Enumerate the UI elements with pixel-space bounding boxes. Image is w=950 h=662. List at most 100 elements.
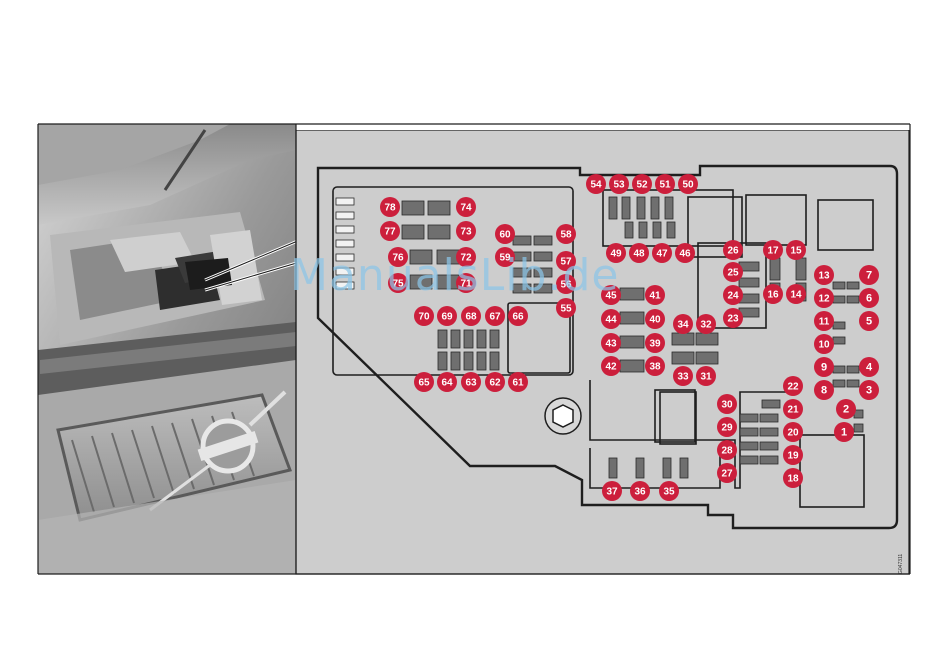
- fuse-badge-13: 13: [814, 265, 834, 285]
- fuse-badge-78: 78: [380, 197, 400, 217]
- fuse-badge-9: 9: [814, 357, 834, 377]
- fuse-badge-58: 58: [556, 224, 576, 244]
- fuse-number-label: 77: [384, 227, 396, 238]
- fuse-number-label: 48: [633, 249, 645, 260]
- fuse-badge-1: 1: [834, 422, 854, 442]
- fuse-badge-67: 67: [485, 306, 505, 326]
- fuse-number-label: 3: [866, 385, 872, 397]
- fuse-number-label: 62: [489, 378, 501, 389]
- fuse-badge-22: 22: [783, 376, 803, 396]
- fuse-number-label: 41: [649, 291, 661, 302]
- fuse-badge-70: 70: [414, 306, 434, 326]
- fuse-number-label: 5: [866, 316, 872, 328]
- fuse-number-label: 50: [682, 180, 694, 191]
- fuse-number-label: 63: [465, 378, 477, 389]
- fuse-badge-24: 24: [723, 285, 743, 305]
- fuse-number-label: 59: [499, 253, 511, 264]
- fuse-number-label: 10: [818, 340, 830, 351]
- fuse-number-label: 1: [841, 427, 847, 439]
- fuse-badge-33: 33: [673, 366, 693, 386]
- fuse-badge-7: 7: [859, 265, 879, 285]
- fuse-badge-12: 12: [814, 288, 834, 308]
- fuse-number-label: 30: [721, 400, 733, 411]
- fuse-badge-8: 8: [814, 380, 834, 400]
- fuse-badge-14: 14: [786, 284, 806, 304]
- fuse-number-label: 36: [634, 487, 646, 498]
- fuse-number-label: 61: [512, 378, 524, 389]
- fuse-number-label: 19: [787, 451, 799, 462]
- fuse-number-label: 65: [418, 378, 430, 389]
- fuse-badge-56: 56: [556, 274, 576, 294]
- fuse-number-label: 4: [866, 362, 873, 374]
- fuse-number-label: 75: [392, 279, 404, 290]
- fuse-number-label: 44: [605, 315, 617, 326]
- fuse-badge-35: 35: [659, 481, 679, 501]
- fuse-badge-53: 53: [609, 174, 629, 194]
- fuse-badge-59: 59: [495, 247, 515, 267]
- fuse-badge-42: 42: [601, 356, 621, 376]
- fuse-badge-5: 5: [859, 311, 879, 331]
- fuse-badge-16: 16: [763, 284, 783, 304]
- fuse-number-label: 12: [818, 294, 830, 305]
- fuse-badge-54: 54: [586, 174, 606, 194]
- fuse-number-label: 66: [512, 312, 524, 323]
- fuse-badge-41: 41: [645, 285, 665, 305]
- fuse-badge-74: 74: [456, 197, 476, 217]
- fuse-badge-48: 48: [629, 243, 649, 263]
- fuse-badge-20: 20: [783, 422, 803, 442]
- fuse-badge-26: 26: [723, 240, 743, 260]
- fuse-number-label: 70: [418, 312, 430, 323]
- fuse-badge-60: 60: [495, 224, 515, 244]
- fuse-badge-57: 57: [556, 251, 576, 271]
- fuse-badge-77: 77: [380, 221, 400, 241]
- fuse-number-label: 43: [605, 339, 617, 350]
- fuse-number-label: 56: [560, 280, 572, 291]
- fuse-badge-51: 51: [655, 174, 675, 194]
- fuse-number-label: 29: [721, 423, 733, 434]
- fuse-badge-34: 34: [673, 314, 693, 334]
- fuse-badge-11: 11: [814, 311, 834, 331]
- fuse-number-label: 54: [590, 180, 602, 191]
- fuse-badge-75: 75: [388, 273, 408, 293]
- fuse-badge-64: 64: [437, 372, 457, 392]
- fuse-number-label: 38: [649, 362, 661, 373]
- fuse-number-label: 60: [499, 230, 511, 241]
- fuse-badge-37: 37: [602, 481, 622, 501]
- fuse-badge-47: 47: [652, 243, 672, 263]
- fuse-number-label: 20: [787, 428, 799, 439]
- fuse-number-label: 25: [727, 268, 739, 279]
- fuse-badge-72: 72: [456, 247, 476, 267]
- fuse-number-label: 58: [560, 230, 572, 241]
- fuse-badge-2: 2: [836, 399, 856, 419]
- fuse-number-label: 24: [727, 291, 739, 302]
- engine-bay-photo: [38, 124, 296, 574]
- fuse-badge-3: 3: [859, 380, 879, 400]
- fuse-number-label: 69: [441, 312, 453, 323]
- fuse-number-label: 68: [465, 312, 477, 323]
- fuse-number-label: 32: [700, 320, 712, 331]
- fuse-number-label: 21: [787, 405, 799, 416]
- fuse-badge-18: 18: [783, 468, 803, 488]
- hex-bolt: [545, 398, 581, 434]
- fuse-number-label: 33: [677, 372, 689, 383]
- fuse-badge-61: 61: [508, 372, 528, 392]
- fuse-number-label: 26: [727, 246, 739, 257]
- fuse-badge-68: 68: [461, 306, 481, 326]
- fuse-number-label: 18: [787, 474, 799, 485]
- fuse-number-label: 67: [489, 312, 501, 323]
- fuse-badge-44: 44: [601, 309, 621, 329]
- fuse-number-label: 15: [790, 246, 802, 257]
- fuse-number-label: 7: [866, 270, 872, 282]
- fuse-badge-28: 28: [717, 440, 737, 460]
- fuse-badge-30: 30: [717, 394, 737, 414]
- fuse-number-label: 40: [649, 315, 661, 326]
- fuse-number-label: 22: [787, 382, 799, 393]
- fuse-badge-27: 27: [717, 463, 737, 483]
- fuse-number-label: 28: [721, 446, 733, 457]
- fuse-badge-63: 63: [461, 372, 481, 392]
- fuse-number-label: 73: [460, 227, 472, 238]
- fuse-number-label: 6: [866, 293, 872, 305]
- fuse-badge-39: 39: [645, 333, 665, 353]
- fuse-number-label: 46: [679, 249, 691, 260]
- fuse-number-label: 8: [821, 385, 827, 397]
